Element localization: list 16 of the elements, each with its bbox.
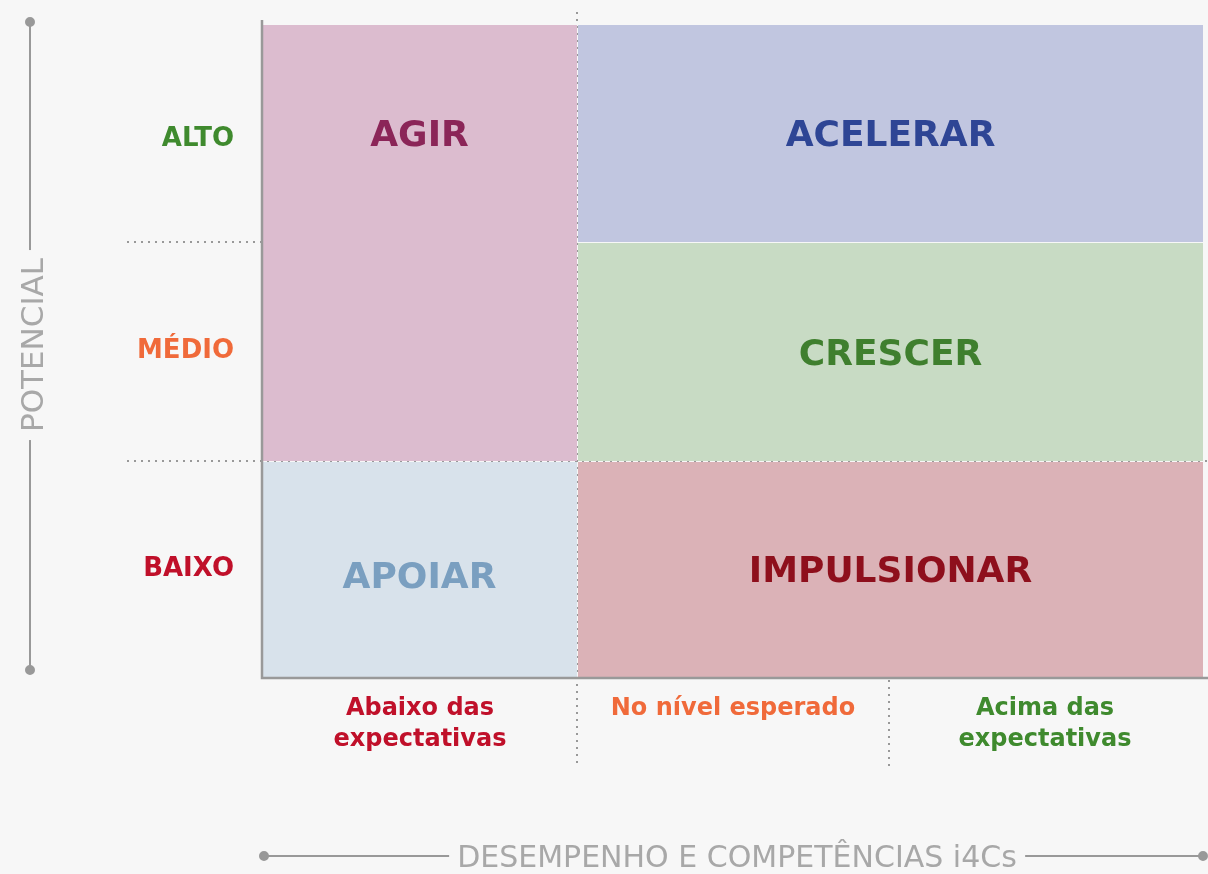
quadrant-box — [578, 462, 1203, 677]
quadrant-box — [578, 243, 1203, 461]
quadrant-label: ACELERAR — [785, 113, 996, 154]
quadrant-label: IMPULSIONAR — [748, 549, 1033, 590]
row-label: ALTO — [161, 122, 234, 152]
quadrant-label: APOIAR — [342, 555, 497, 596]
quadrant-label: CRESCER — [798, 331, 983, 373]
quadrant-box — [578, 25, 1203, 242]
column-label: Acima das expectativas — [957, 692, 1133, 755]
column-label: Abaixo das expectativas — [332, 692, 508, 755]
quadrant-box — [262, 462, 577, 677]
row-label: MÉDIO — [137, 334, 234, 364]
quadrant-box — [262, 25, 577, 461]
column-label: No nível esperado — [609, 692, 857, 723]
row-label: BAIXO — [143, 552, 234, 582]
quadrant-label: AGIR — [370, 112, 469, 154]
